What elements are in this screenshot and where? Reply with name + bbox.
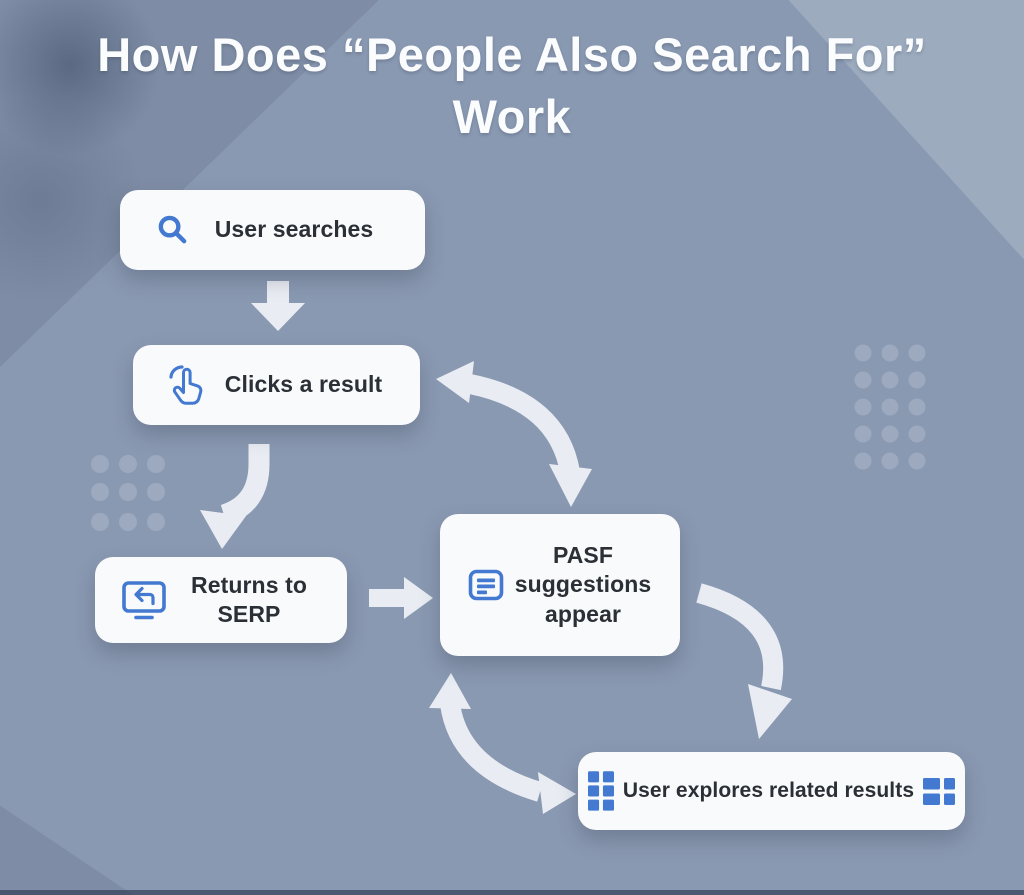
arrow-curve-pasf-clicks-icon bbox=[436, 361, 592, 507]
flow-arrows bbox=[200, 281, 792, 814]
node-label: User searches bbox=[214, 216, 374, 243]
node-label: Returns to SERP bbox=[191, 571, 307, 627]
arrow-down-icon bbox=[251, 281, 305, 331]
page-title-line2: Work bbox=[452, 90, 572, 144]
node-label: User explores related results bbox=[622, 778, 915, 802]
dot-grid-right bbox=[854, 344, 926, 470]
monitor-return-icon bbox=[121, 579, 169, 621]
chat-lines-icon bbox=[466, 565, 506, 605]
grid-2x2-icon bbox=[923, 777, 955, 805]
node-clicks-a-result: Clicks a result bbox=[133, 345, 420, 425]
node-label: Clicks a result bbox=[224, 371, 383, 398]
tap-hand-icon bbox=[163, 362, 209, 408]
bottom-edge-strip bbox=[0, 890, 1024, 895]
node-user-searches: User searches bbox=[120, 190, 425, 270]
node-user-explores-related-results: User explores related results bbox=[578, 752, 965, 830]
node-label: PASF suggestions appear bbox=[514, 541, 652, 627]
node-pasf-suggestions-appear: PASF suggestions appear bbox=[440, 514, 680, 656]
page-title-line1: How Does “People Also Search For” bbox=[97, 28, 927, 81]
dot-grid-left bbox=[91, 455, 165, 531]
search-icon bbox=[156, 214, 189, 247]
arrow-curve-clicks-to-serp-icon bbox=[200, 444, 270, 549]
arrow-curve-explore-pasf-icon bbox=[429, 673, 576, 814]
arrow-curve-pasf-to-explore-icon bbox=[696, 583, 792, 739]
grid-2x3-icon bbox=[588, 771, 614, 811]
node-returns-to-serp: Returns to SERP bbox=[95, 557, 347, 643]
arrow-right-icon bbox=[369, 577, 433, 619]
page-title: How Does “People Also Search For” Work bbox=[0, 24, 1024, 148]
